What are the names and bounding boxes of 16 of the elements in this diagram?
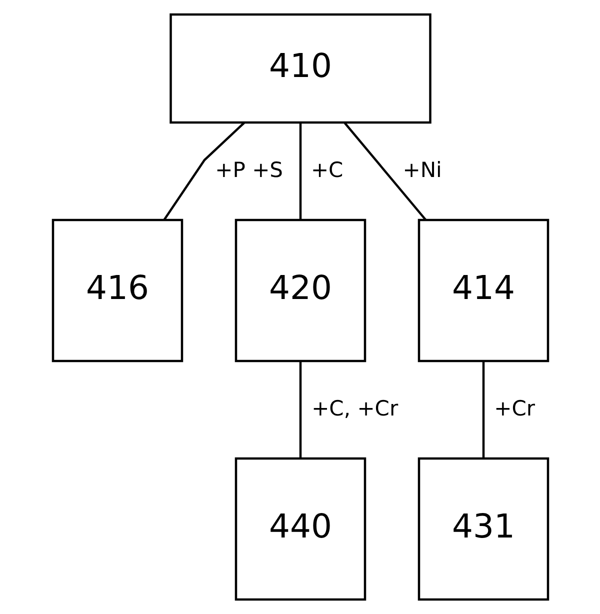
edge-label: +Ni <box>402 158 442 182</box>
edge-label: +P +S <box>214 158 283 182</box>
connector <box>298 361 302 458</box>
connector <box>343 122 426 221</box>
node-box: 440 <box>234 457 366 601</box>
node-box: 414 <box>417 218 549 362</box>
edge-label: +C <box>310 158 343 182</box>
connector <box>482 361 484 458</box>
node-box: 410 <box>169 13 431 124</box>
edge-label: +C, +Cr <box>311 396 398 420</box>
node-box: 416 <box>51 218 183 362</box>
connector <box>298 123 302 220</box>
connector <box>162 122 244 221</box>
node-box: 420 <box>234 218 366 362</box>
node-box: 431 <box>417 457 549 601</box>
edge-label: +Cr <box>494 396 535 420</box>
